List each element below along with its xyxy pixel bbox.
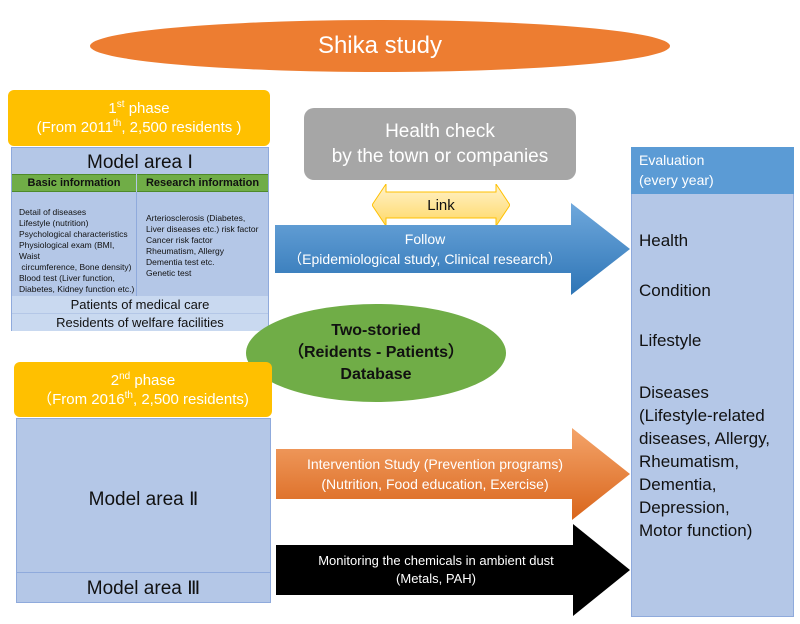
phase2-ordinal: nd (119, 370, 131, 382)
eval-diseases-line: Motor function) (639, 521, 753, 540)
research-info-header: Research information (137, 174, 268, 192)
list-item: Lifestyle (nutrition) (19, 218, 89, 228)
eval-condition: Condition (639, 281, 711, 300)
list-item: Genetic test (146, 268, 192, 278)
research-info-list: Arteriosclerosis (Diabetes, Liver diseas… (146, 213, 268, 279)
phase2-residents: , 2,500 residents) (132, 390, 249, 408)
health-check-box: Health check by the town or companies (304, 108, 576, 180)
follow-line1: Follow (404, 231, 446, 247)
phase1-from: (From 2011 (36, 119, 113, 136)
phase2-header: 2nd phase （From 2016th, 2,500 residents) (14, 362, 272, 417)
list-item: circumference, Bone density) (19, 262, 132, 272)
model-area-1-title: Model area Ⅰ (87, 151, 193, 173)
phase1-ordinal: st (116, 99, 125, 110)
list-item: Liver diseases etc.) risk factor (146, 224, 259, 234)
phase2-line2: （From 2016th, 2,500 residents) (37, 390, 249, 409)
eval-diseases: Diseases (Lifestyle-related diseases, Al… (639, 381, 794, 542)
phase1-number: 1 (108, 100, 117, 117)
monitoring-text: Monitoring the chemicals in ambient dust… (276, 545, 596, 595)
patients-row: Patients of medical care (12, 296, 268, 313)
evaluation-frequency: (every year) (639, 172, 714, 188)
intervention-arrow (276, 428, 630, 520)
basic-info-list: Detail of diseases Lifestyle (nutrition)… (19, 207, 137, 295)
title-ellipse: Shika study (90, 20, 670, 72)
model-area-3-title: Model area Ⅲ (86, 577, 201, 599)
eval-health: Health (639, 231, 689, 250)
phase2-label: phase (130, 371, 176, 389)
basic-info-header: Basic information (12, 174, 136, 192)
eval-diseases-line: Rheumatism, (639, 452, 740, 471)
health-check-line1: Health check (385, 121, 495, 142)
phase1-line1: 1st phase (108, 99, 169, 118)
database-line2: （Reidents - Patients） (287, 344, 465, 361)
intervention-line1: Intervention Study (Prevention programs) (306, 456, 563, 472)
database-line3: Database (340, 366, 412, 383)
list-item: Blood test (Liver function, (19, 273, 115, 283)
title-text: Shika study (317, 32, 443, 59)
list-item: Arteriosclerosis (Diabetes, (146, 213, 246, 223)
residents-row: Residents of welfare facilities (12, 314, 268, 331)
phase2-year-suffix: th (124, 389, 133, 401)
eval-diseases-line: Diseases (639, 383, 709, 402)
list-item: Rheumatism, Allergy (146, 246, 224, 256)
list-item: Cancer risk factor (146, 235, 213, 245)
column-divider (136, 192, 137, 296)
follow-arrow (275, 203, 630, 295)
model-area-2-title: Model area Ⅱ (88, 488, 199, 510)
phase2-line1: 2nd phase (111, 371, 176, 390)
phase2-number: 2 (110, 371, 120, 389)
link-label: Link (427, 196, 455, 214)
database-ellipse: Two-storied （Reidents - Patients） Databa… (246, 304, 506, 402)
phase1-label: phase (124, 100, 170, 117)
eval-diseases-line: diseases, Allergy, (639, 429, 771, 448)
evaluation-header: Evaluation (every year) (631, 147, 794, 194)
evaluation-panel (631, 147, 794, 617)
follow-line2: （Epidemiological study, Clinical researc… (288, 251, 562, 267)
monitoring-arrow (276, 524, 630, 616)
phase2-from: （From 2016 (37, 390, 125, 408)
evaluation-title: Evaluation (639, 152, 705, 168)
intervention-line2: (Nutrition, Food education, Exercise) (321, 476, 549, 492)
phase1-residents: , 2,500 residents ) (121, 119, 242, 136)
list-item: Detail of diseases (19, 207, 87, 217)
eval-diseases-line: Depression, (639, 498, 730, 517)
phase1-header: 1st phase (From 2011th, 2,500 residents … (8, 90, 270, 146)
model-area-divider (16, 572, 271, 573)
list-item: Physiological exam (BMI, Waist (19, 240, 115, 261)
eval-diseases-line: (Lifestyle-related (639, 406, 765, 425)
follow-text: Follow （Epidemiological study, Clinical … (275, 225, 575, 273)
phase1-year-suffix: th (113, 118, 122, 129)
health-check-line2: by the town or companies (331, 146, 549, 167)
monitoring-line1: Monitoring the chemicals in ambient dust (318, 553, 554, 568)
eval-lifestyle: Lifestyle (639, 331, 702, 350)
phase1-line2: (From 2011th, 2,500 residents ) (37, 118, 242, 137)
database-line1: Two-storied (331, 322, 421, 339)
list-item: Diabetes, Kidney function etc.) (19, 284, 135, 294)
list-item: Dementia test etc. (146, 257, 215, 267)
eval-diseases-line: Dementia, (639, 475, 717, 494)
monitoring-line2: (Metals, PAH) (396, 571, 476, 586)
list-item: Psychological characteristics (19, 229, 128, 239)
intervention-text: Intervention Study (Prevention programs)… (276, 449, 594, 499)
link-arrow-shape (372, 184, 510, 226)
